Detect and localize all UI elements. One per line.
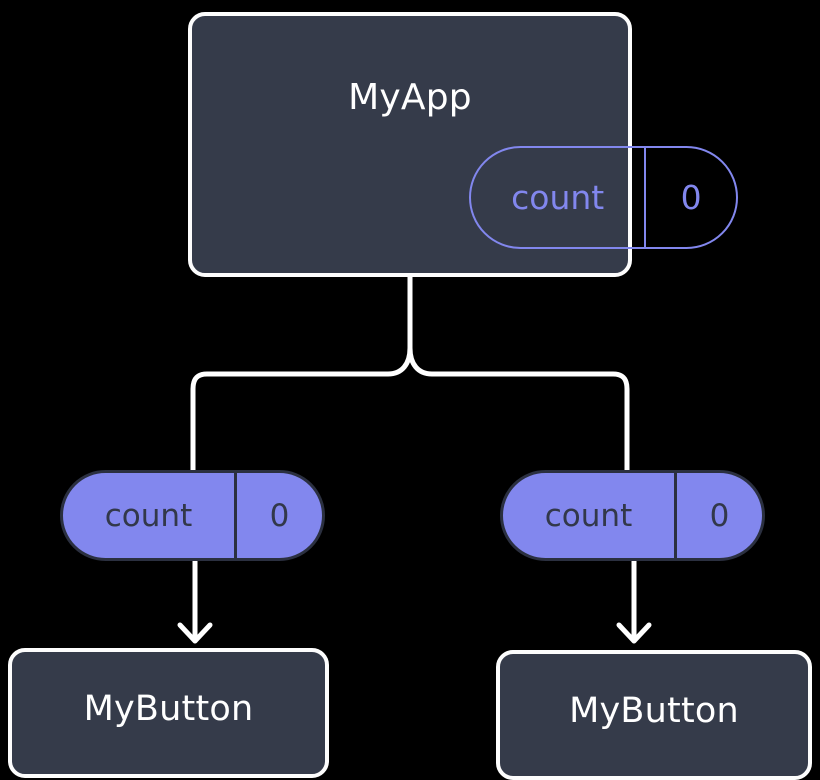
- state-pill-left-value: 0: [234, 473, 322, 558]
- state-pill-myapp-key: count: [511, 178, 605, 217]
- component-title-mybutton-right: MyButton: [569, 691, 739, 731]
- component-box-myapp[interactable]: MyApp count 0: [188, 12, 738, 277]
- component-title-myapp: MyApp: [348, 77, 472, 118]
- component-box-mybutton-right[interactable]: MyButton: [496, 650, 812, 780]
- component-title-mybutton-left: MyButton: [83, 689, 254, 729]
- state-pill-right[interactable]: count 0: [500, 470, 765, 561]
- state-pill-myapp[interactable]: count 0: [469, 146, 738, 249]
- arrow-head-right-icon: [616, 622, 652, 644]
- arrow-head-left-icon: [177, 622, 213, 644]
- state-pill-right-key: count: [544, 497, 633, 534]
- component-box-mybutton-left[interactable]: MyButton: [8, 648, 329, 778]
- state-pill-left[interactable]: count 0: [60, 470, 325, 561]
- connector-branch-left: [190, 345, 413, 473]
- connector-branch-right: [407, 345, 630, 473]
- state-pill-left-key: count: [104, 497, 193, 534]
- state-pill-right-value: 0: [674, 473, 762, 558]
- state-pill-myapp-value: 0: [644, 148, 736, 247]
